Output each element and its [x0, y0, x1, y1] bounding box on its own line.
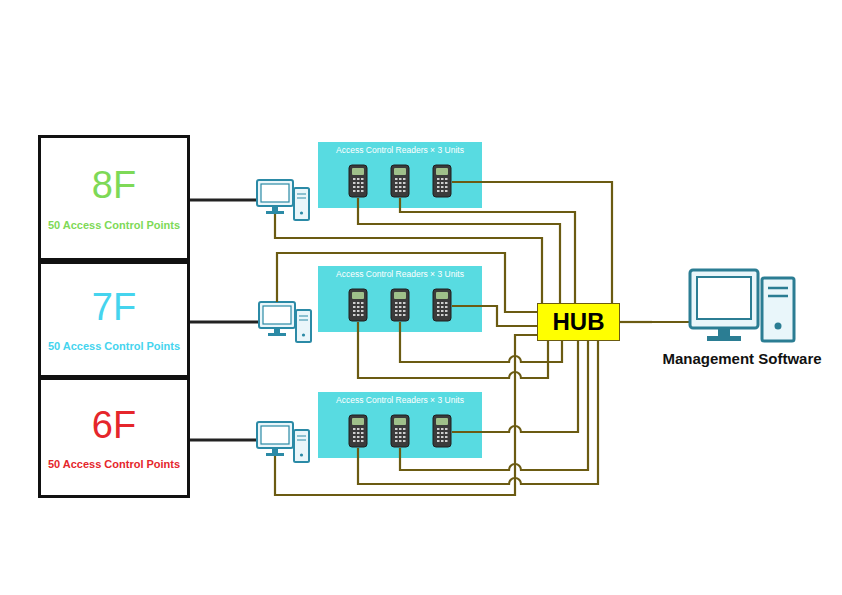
floor-box: 7F 50 Access Control Points [38, 261, 190, 378]
wire-connector [620, 321, 652, 323]
reader-panel: Access Control Readers × 3 Units [318, 266, 482, 332]
floor-number: 6F [92, 405, 136, 447]
hub-box: HUB [537, 303, 620, 341]
floor-number: 8F [92, 165, 136, 207]
access-point-count: 50 Access Control Points [48, 458, 180, 470]
wire-connector [482, 341, 578, 432]
wire-connector [482, 306, 537, 326]
panel-title: Access Control Readers × 3 Units [336, 395, 464, 405]
computer-icon [259, 302, 311, 342]
floor-link [190, 321, 258, 324]
floor-number: 7F [92, 287, 136, 329]
computer-wire [275, 335, 537, 495]
floor-box: 6F 50 Access Control Points [38, 377, 190, 498]
wire-connector [482, 182, 612, 303]
management-computer-icon [652, 268, 832, 344]
access-point-count: 50 Access Control Points [48, 340, 180, 352]
floor-box: 8F 50 Access Control Points [38, 135, 190, 261]
computer-icon [257, 422, 309, 462]
panel-title: Access Control Readers × 3 Units [336, 145, 464, 155]
computer-icon [257, 180, 309, 220]
hub-label: HUB [553, 308, 605, 336]
management-station: Management Software [652, 268, 832, 376]
access-point-count: 50 Access Control Points [48, 219, 180, 231]
panel-title: Access Control Readers × 3 Units [336, 269, 464, 279]
reader-panel: Access Control Readers × 3 Units [318, 392, 482, 458]
floor-link [190, 199, 256, 202]
station-label: Management Software [662, 350, 821, 367]
floor-link [190, 439, 256, 442]
reader-panel: Access Control Readers × 3 Units [318, 142, 482, 208]
